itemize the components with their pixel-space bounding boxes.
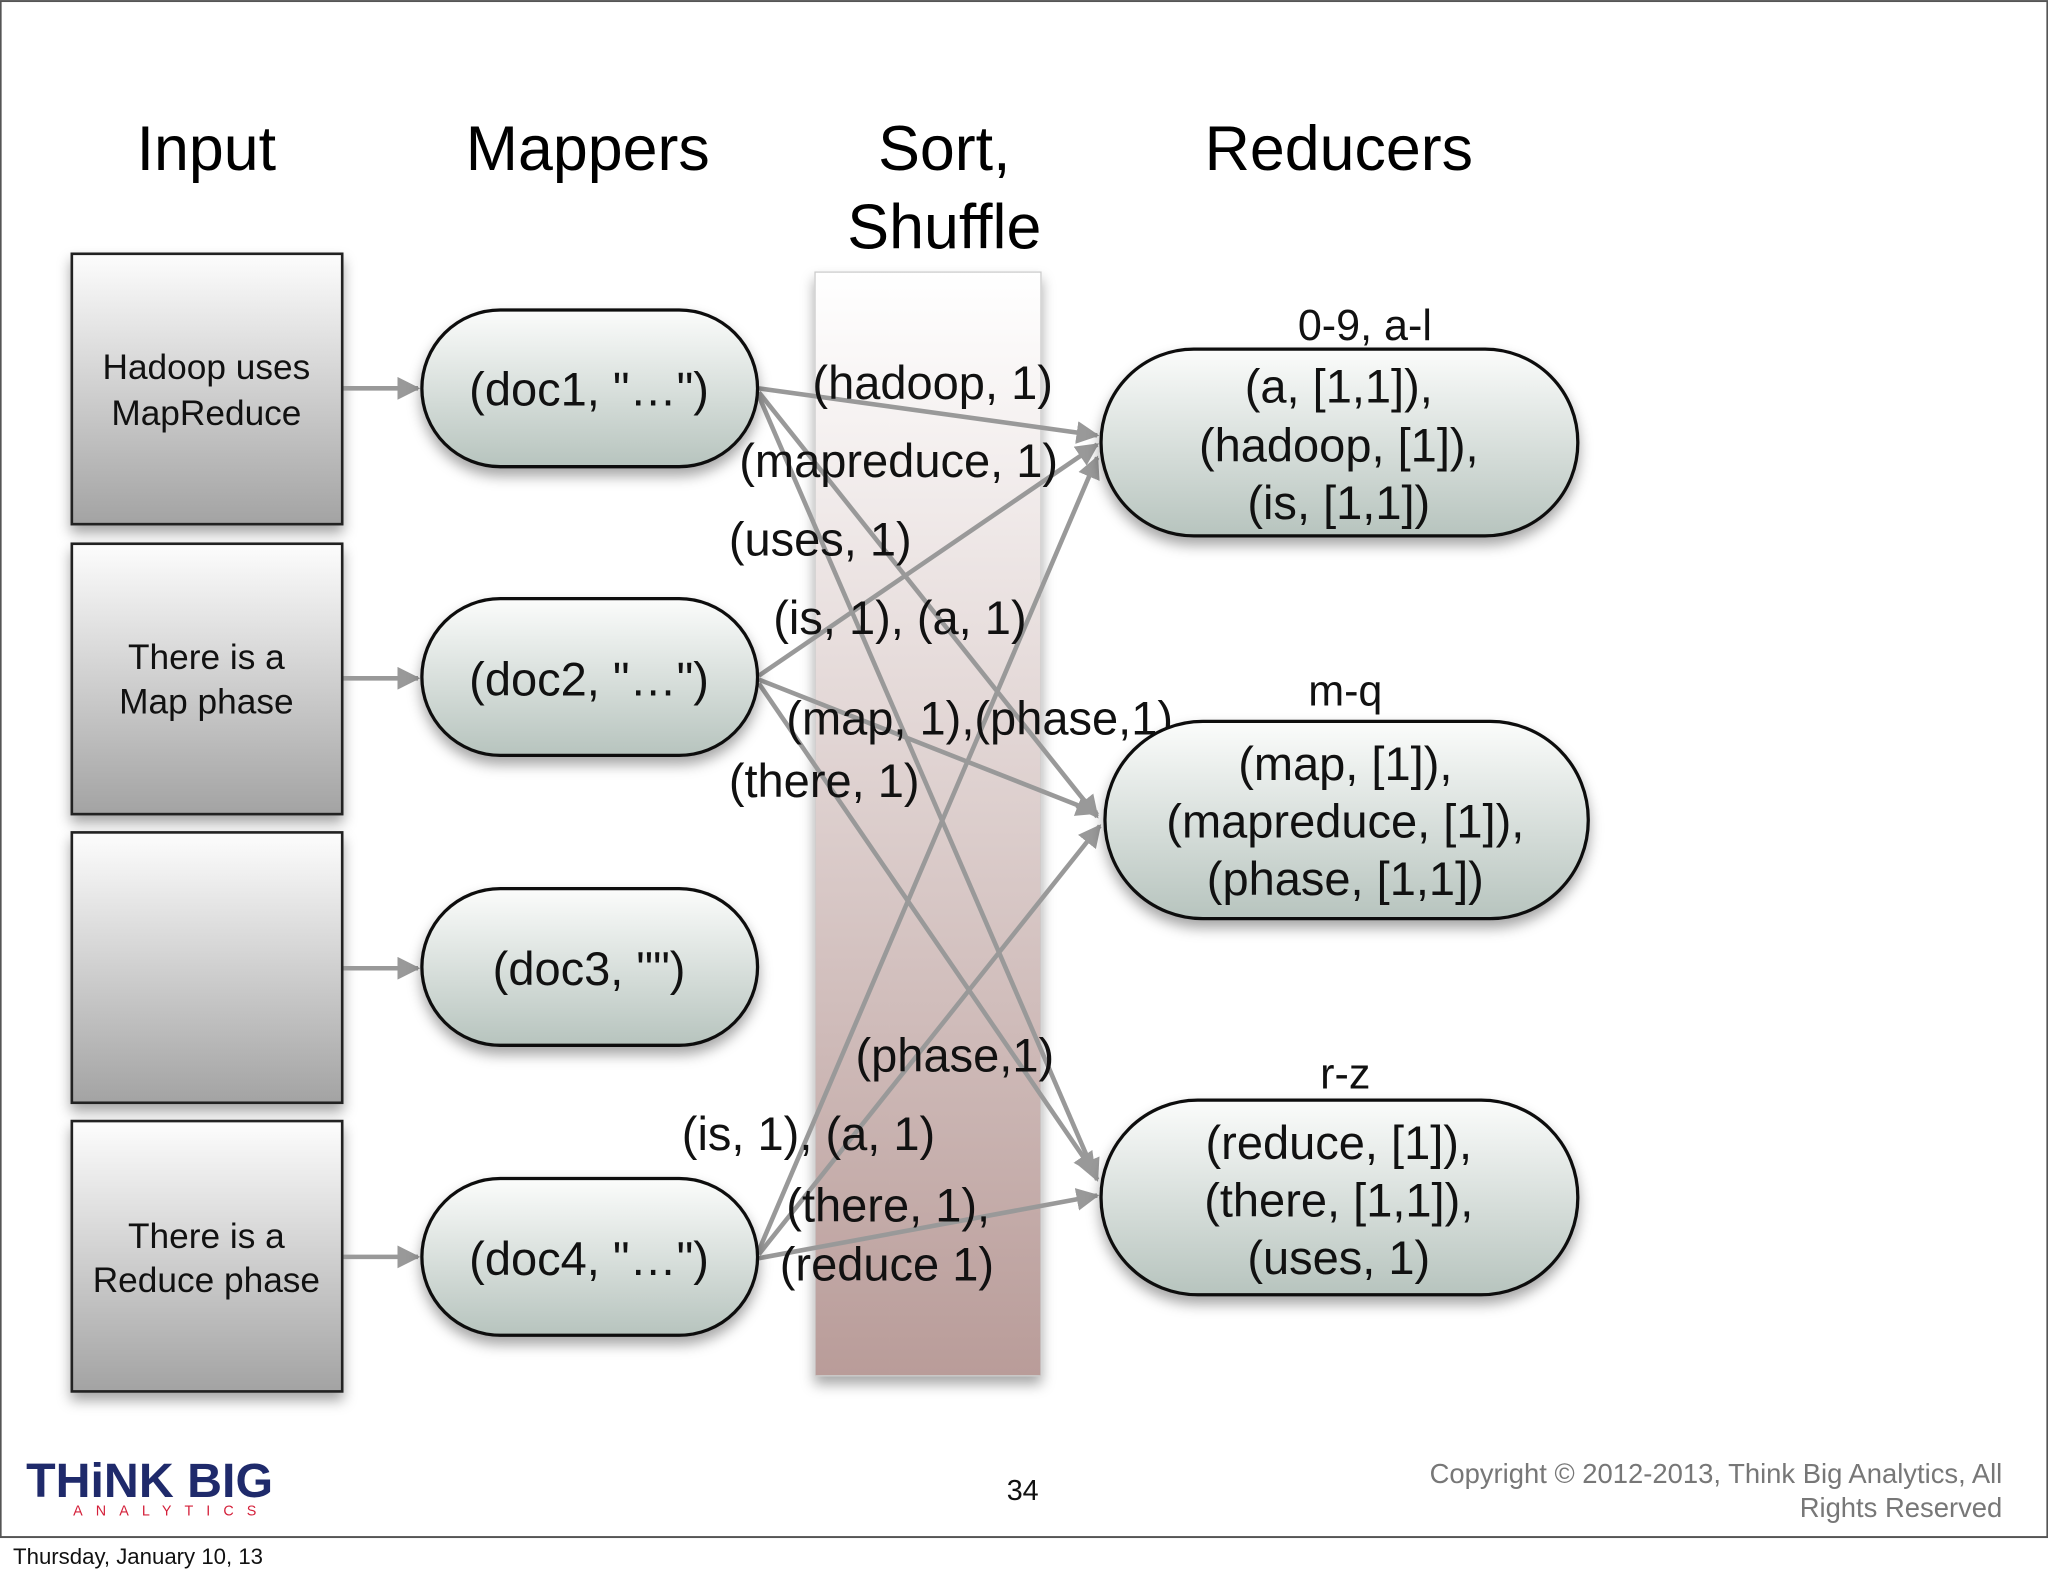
reducer-a-l: 0-9, a-l (a, [1,1]), (hadoop, [1]), (is,… <box>1099 302 1580 538</box>
input-box: There is a Reduce phase <box>70 1119 344 1393</box>
think-big-logo: THiNK BIG ANALYTICS <box>26 1454 273 1519</box>
svg-text:ANALYTICS: ANALYTICS <box>73 1504 269 1520</box>
mapper-doc3: (doc3, "") <box>420 886 760 1047</box>
copyright-line1: Copyright © 2012-2013, Think Big Analyti… <box>1430 1458 2003 1489</box>
input-arrows <box>343 376 421 1269</box>
shuffle-arrows <box>756 386 1102 1261</box>
svg-text:There is a: There is a <box>128 1217 285 1256</box>
header-shuffle: Shuffle <box>847 193 1041 263</box>
svg-text:(doc4, "…"): (doc4, "…") <box>469 1232 709 1285</box>
svg-text:(doc3, ""): (doc3, "") <box>493 942 686 995</box>
svg-text:(there, 1): (there, 1) <box>729 754 920 807</box>
svg-text:(phase, [1,1]): (phase, [1,1]) <box>1207 852 1484 905</box>
header-mappers: Mappers <box>466 114 710 184</box>
svg-text:(there, 1),: (there, 1), <box>786 1179 990 1232</box>
svg-text:(doc2, "…"): (doc2, "…") <box>469 652 709 705</box>
svg-text:(map, [1]),: (map, [1]), <box>1238 737 1452 790</box>
svg-text:MapReduce: MapReduce <box>111 394 301 433</box>
svg-text:(there, [1,1]),: (there, [1,1]), <box>1204 1173 1473 1226</box>
svg-text:THiNK BIG: THiNK BIG <box>26 1454 273 1508</box>
svg-text:(doc1, "…"): (doc1, "…") <box>469 362 709 415</box>
copyright-line2: Rights Reserved <box>1800 1492 2003 1523</box>
page-number: 34 <box>1007 1475 1039 1507</box>
mapper-doc2: (doc2, "…") <box>420 596 760 757</box>
svg-text:(hadoop, [1]),: (hadoop, [1]), <box>1199 418 1479 471</box>
reducer-r-z: r-z (reduce, [1]), (there, [1,1]), (uses… <box>1099 1050 1580 1297</box>
svg-text:0-9, a-l: 0-9, a-l <box>1298 302 1432 350</box>
svg-text:(mapreduce, [1]),: (mapreduce, [1]), <box>1166 795 1524 848</box>
pair-labels: (hadoop, 1) (mapreduce, 1) (uses, 1) (is… <box>682 356 1173 1291</box>
svg-text:(uses, 1): (uses, 1) <box>1247 1231 1430 1284</box>
svg-text:(is, [1,1]): (is, [1,1]) <box>1247 476 1430 529</box>
svg-text:(uses, 1): (uses, 1) <box>729 513 912 566</box>
input-box <box>70 831 344 1105</box>
svg-text:(is, 1), (a, 1): (is, 1), (a, 1) <box>773 591 1026 644</box>
input-box: Hadoop uses MapReduce <box>70 252 344 526</box>
mapper-doc4: (doc4, "…") <box>420 1176 760 1337</box>
svg-text:Reduce phase: Reduce phase <box>93 1261 320 1300</box>
svg-text:(hadoop, 1): (hadoop, 1) <box>812 356 1052 409</box>
svg-text:r-z: r-z <box>1320 1050 1370 1098</box>
svg-text:(mapreduce, 1): (mapreduce, 1) <box>739 434 1058 487</box>
svg-text:m-q: m-q <box>1308 668 1382 716</box>
svg-text:(map, 1),(phase,1): (map, 1),(phase,1) <box>786 691 1173 744</box>
svg-text:Map phase: Map phase <box>119 683 293 722</box>
mapper-doc1: (doc1, "…") <box>420 308 760 469</box>
svg-text:(a, [1,1]),: (a, [1,1]), <box>1245 360 1433 413</box>
svg-text:(phase,1): (phase,1) <box>856 1028 1055 1081</box>
svg-text:Hadoop uses: Hadoop uses <box>103 348 311 387</box>
input-box: There is a Map phase <box>70 542 344 816</box>
svg-text:(reduce, [1]),: (reduce, [1]), <box>1206 1116 1473 1169</box>
reducer-m-q: m-q (map, [1]), (mapreduce, [1]), (phase… <box>1103 668 1590 921</box>
svg-text:(reduce 1): (reduce 1) <box>780 1237 994 1290</box>
date-label: Thursday, January 10, 13 <box>13 1544 263 1569</box>
svg-text:(is, 1), (a, 1): (is, 1), (a, 1) <box>682 1107 935 1160</box>
header-reducers: Reducers <box>1205 114 1473 184</box>
svg-text:There is a: There is a <box>128 638 285 677</box>
header-sort: Sort, <box>878 114 1010 184</box>
header-input: Input <box>137 114 276 184</box>
